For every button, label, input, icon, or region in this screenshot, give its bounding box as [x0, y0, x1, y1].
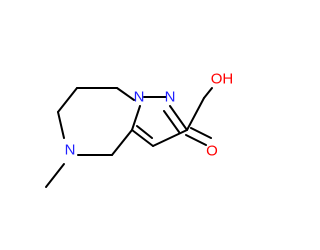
bond-c3a-n1 [131, 105, 141, 131]
atom-label-n-methyl: N [65, 142, 76, 159]
bond-c7-c6 [57, 87, 78, 113]
bond-n2-c2-double [163, 110, 180, 133]
bond-c2-c3 [152, 129, 188, 147]
bond-c6-n5 [57, 111, 65, 139]
bond-c4-c3a [111, 129, 133, 156]
bond-c2-cooh [186, 97, 205, 131]
bond-n1-c8 [116, 87, 135, 101]
bond-cooh-o-double-a [185, 134, 207, 146]
bond-c3-c3a-double [136, 125, 153, 139]
atom-label-oh: OH [211, 71, 234, 88]
atom-label-o-carbonyl: O [206, 143, 218, 160]
bond-cooh-oh [203, 87, 213, 99]
chemical-structure: N N N O OH [45, 71, 234, 188]
atom-label-n1: N [134, 89, 145, 106]
atom-labels: N N N O OH [65, 71, 234, 160]
bond-n5-methyl [45, 163, 65, 188]
bond-n2-c2 [169, 105, 188, 131]
bonds [45, 87, 213, 188]
bond-cooh-o-double-b [190, 127, 212, 139]
bond-c3-c3a [131, 129, 154, 147]
atom-label-n2: N [165, 89, 176, 106]
